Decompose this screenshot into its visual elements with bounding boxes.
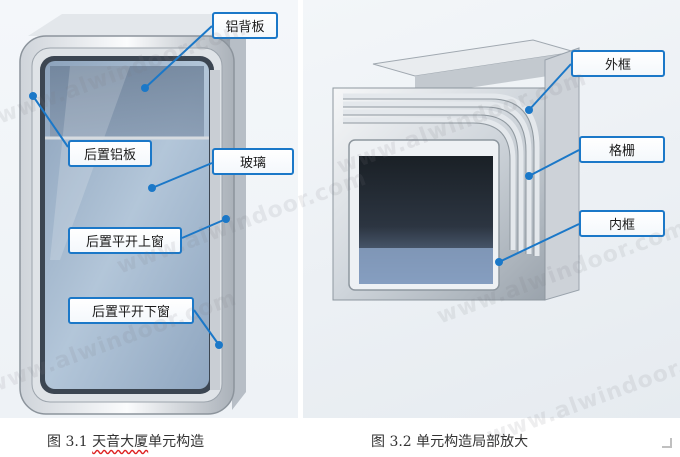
frame-top-face xyxy=(28,14,246,36)
leader-lines xyxy=(29,25,230,349)
section-detail-illustration xyxy=(332,39,580,301)
label-outer-frame: 外框 xyxy=(571,50,665,77)
label-rear-casement-upper: 后置平开上窗 xyxy=(68,227,182,254)
label-rear-casement-lower: 后置平开下窗 xyxy=(68,297,194,324)
window-unit-illustration xyxy=(19,14,246,415)
corner-mark-icon xyxy=(662,438,672,448)
top-rail-front xyxy=(415,52,575,96)
aluminum-back-panel-area xyxy=(50,66,204,138)
caption-fig-number: 图 3.1 xyxy=(47,434,93,450)
inner-glass-floor xyxy=(359,248,493,284)
caption-fig-number: 图 3.2 xyxy=(371,434,417,450)
label-inner-frame: 内框 xyxy=(579,210,665,237)
label-aluminum-back-panel: 铝背板 xyxy=(212,12,278,39)
grille-fin-edges xyxy=(343,98,535,256)
figure-3-1-panel xyxy=(0,0,298,418)
caption-title: 单元构造 xyxy=(148,434,205,450)
caption-figure-3-2: 图 3.2 单元构造局部放大 xyxy=(371,431,528,451)
caption-figure-3-1: 图 3.1 天音大厦单元构造 xyxy=(47,431,204,451)
caption-title: 单元构造局部放大 xyxy=(416,434,529,450)
label-rear-aluminum-panel: 后置铝板 xyxy=(68,140,152,167)
leader-lines xyxy=(495,63,580,266)
label-grille: 格栅 xyxy=(579,136,665,163)
label-glass: 玻璃 xyxy=(212,148,294,175)
caption-building-name: 天音大厦 xyxy=(92,434,149,450)
side-mullion xyxy=(210,70,220,390)
